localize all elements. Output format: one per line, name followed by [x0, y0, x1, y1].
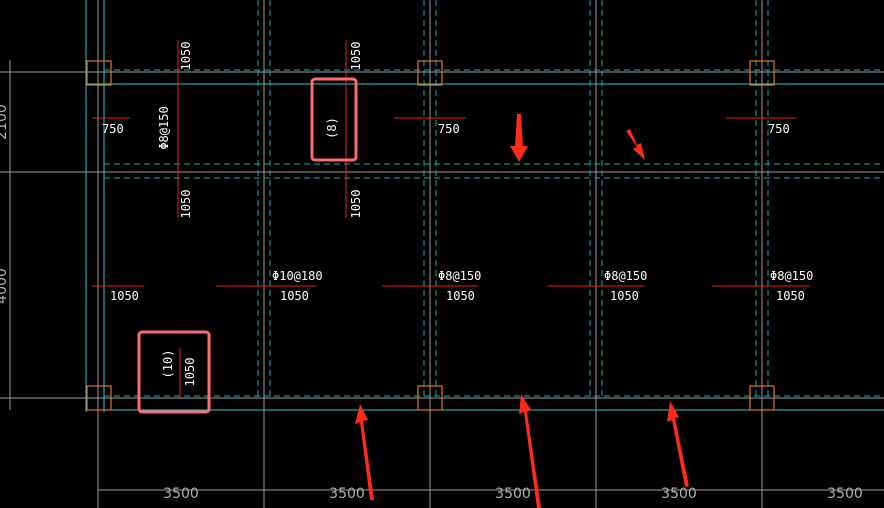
- bottom-dim-1: 3500: [163, 486, 199, 502]
- top-partial-label: 1050: [176, 0, 205, 1]
- arrow-up-icon-1: [355, 404, 374, 500]
- mid-spec-1: Φ10@180: [272, 269, 323, 283]
- column-a1: [86, 60, 112, 86]
- mid-value-3: 1050: [446, 289, 475, 303]
- mid-spec-3: Φ8@150: [604, 269, 647, 283]
- arrow-down-icon: [510, 114, 528, 162]
- columns: [86, 60, 775, 411]
- rebar-lines: [92, 40, 810, 398]
- column-b5: [749, 385, 775, 411]
- mid-value-5: 1050: [776, 289, 805, 303]
- rebar-length-top-mid: 1050: [349, 42, 363, 71]
- arrow-diagonal-icon: [626, 129, 645, 160]
- column-b1: [86, 385, 112, 411]
- highlight-box-top: [310, 77, 358, 162]
- left-dim-4000: 4000: [0, 268, 10, 304]
- column-a3: [417, 60, 443, 86]
- bottom-dim-2: 3500: [329, 486, 365, 502]
- mid-value-2: 1050: [280, 289, 309, 303]
- rebar-count-bottom: (10): [161, 350, 175, 379]
- rebar-length-lower-left: 1050: [179, 190, 193, 219]
- rebar-spec-vertical: Φ8@150: [157, 106, 171, 149]
- column-a5: [749, 60, 775, 86]
- arrow-up-icon-2: [519, 394, 541, 508]
- arrow-up-icon-3: [667, 401, 689, 487]
- upper-label-2: 750: [438, 122, 460, 136]
- upper-label-1: 750: [102, 122, 124, 136]
- bottom-dim-5: 3500: [827, 486, 863, 502]
- mid-value-1: 1050: [110, 289, 139, 303]
- left-dim-2100: 2100: [0, 104, 10, 140]
- beam-solid-lines: [85, 0, 884, 412]
- mid-value-4: 1050: [610, 289, 639, 303]
- mid-spec-2: Φ8@150: [438, 269, 481, 283]
- column-b3: [417, 385, 443, 411]
- rebar-length-top-left: 1050: [179, 42, 193, 71]
- rebar-length-boxed: 1050: [183, 358, 197, 387]
- bottom-dim-3: 3500: [495, 486, 531, 502]
- mid-spec-4: Φ8@150: [770, 269, 813, 283]
- beam-dashed-lines: [104, 0, 884, 397]
- highlight-box-bottom: [137, 330, 211, 414]
- upper-label-3: 750: [768, 122, 790, 136]
- annotation-arrows: [355, 114, 689, 508]
- rebar-count-top: (8): [325, 117, 339, 139]
- bottom-dim-4: 3500: [661, 486, 697, 502]
- rebar-length-lower-mid: 1050: [349, 190, 363, 219]
